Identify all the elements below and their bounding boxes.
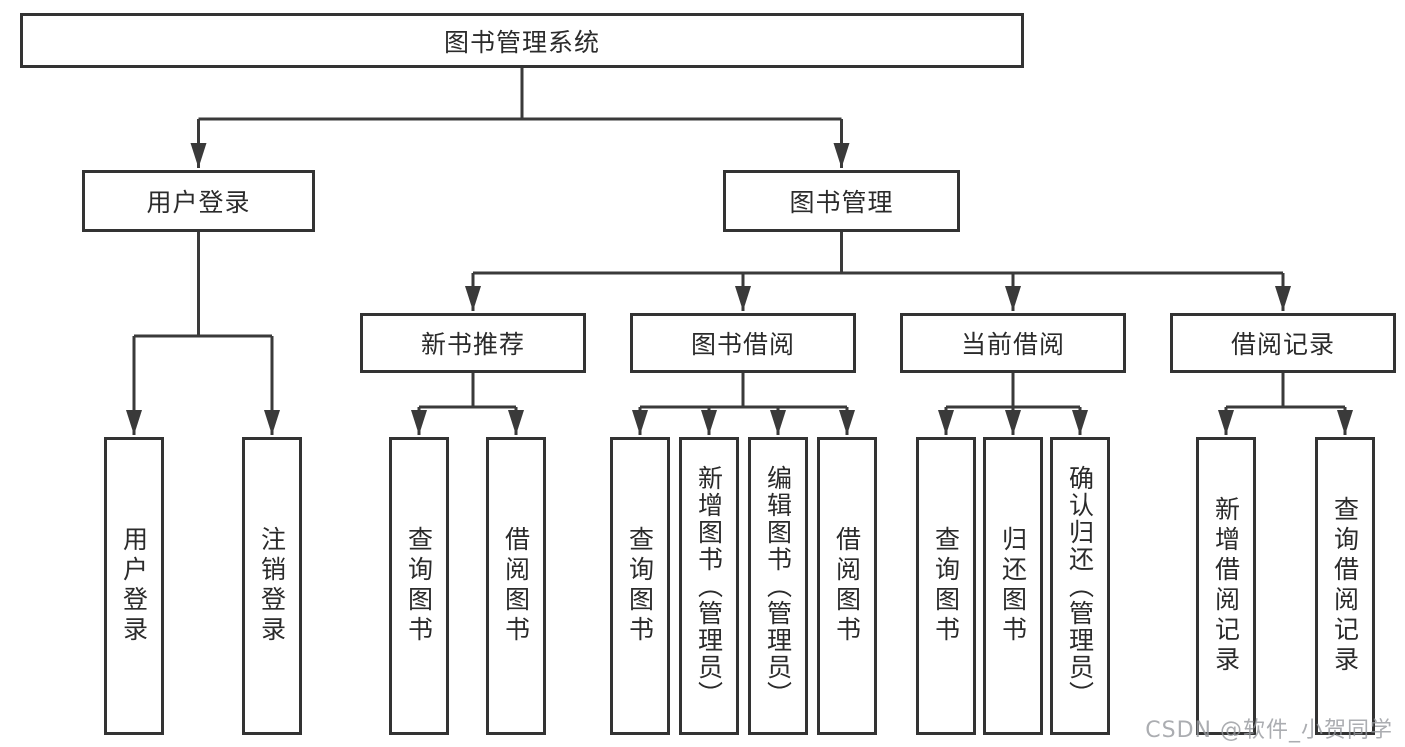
node-book-management: 图书管理 — [723, 170, 960, 232]
node-borrow-records: 借阅记录 — [1170, 313, 1396, 373]
leaf-query-borrow-record: 查询借阅记录 — [1315, 437, 1375, 735]
leaf-logout: 注销登录 — [242, 437, 302, 735]
leaf-user-login: 用户登录 — [104, 437, 164, 735]
leaf-return-books: 归还图书 — [983, 437, 1043, 735]
leaf-edit-books-admin: 编辑图书（管理员） — [748, 437, 808, 735]
leaf-query-books-recommend: 查询图书 — [389, 437, 449, 735]
node-new-book-recommend: 新书推荐 — [360, 313, 586, 373]
node-current-borrow: 当前借阅 — [900, 313, 1126, 373]
leaf-add-books-admin: 新增图书（管理员） — [679, 437, 739, 735]
leaf-query-books-borrow: 查询图书 — [610, 437, 670, 735]
node-book-borrow: 图书借阅 — [630, 313, 856, 373]
leaf-borrow-books-recommend: 借阅图书 — [486, 437, 546, 735]
leaf-borrow-books-borrow: 借阅图书 — [817, 437, 877, 735]
csdn-watermark: CSDN @软件_小贺同学 — [1145, 718, 1393, 743]
leaf-add-borrow-record: 新增借阅记录 — [1196, 437, 1256, 735]
arrow-drops — [126, 119, 1353, 435]
node-root-system: 图书管理系统 — [20, 13, 1024, 68]
leaf-query-books-current: 查询图书 — [916, 437, 976, 735]
leaf-confirm-return-admin: 确认归还（管理员） — [1050, 437, 1110, 735]
node-user-login: 用户登录 — [82, 170, 315, 232]
